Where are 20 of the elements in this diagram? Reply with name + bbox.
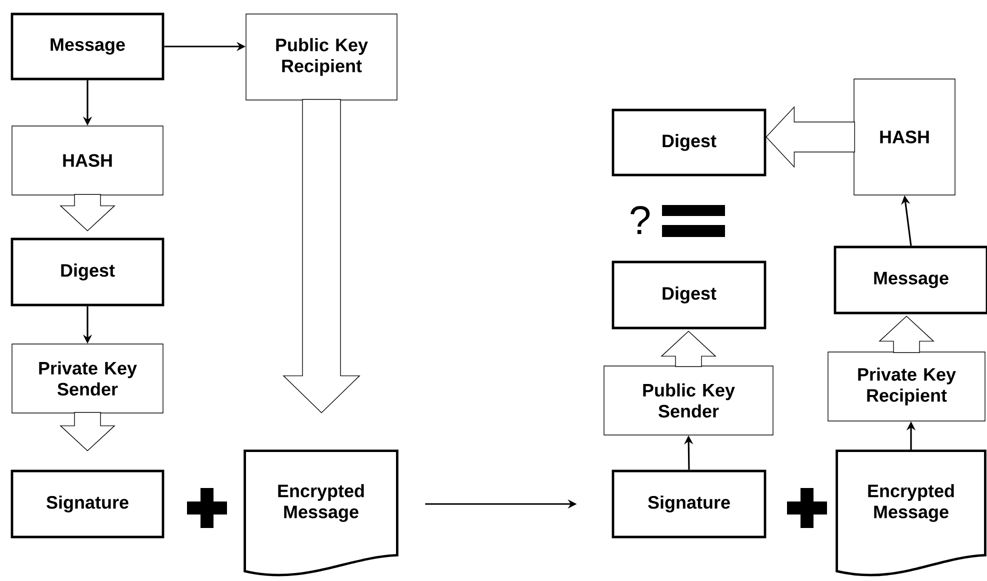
block-arrow xyxy=(766,106,856,168)
process-box: Digest xyxy=(612,108,766,176)
block-arrow xyxy=(60,412,116,452)
block-arrow xyxy=(60,194,116,232)
question-mark: ? xyxy=(630,206,650,234)
process-box: Digest xyxy=(10,238,164,306)
process-box: Public Key Sender xyxy=(604,366,774,436)
process-box: Message xyxy=(10,12,164,80)
block-arrow xyxy=(660,330,716,367)
process-box: Signature xyxy=(10,470,164,538)
block-arrow xyxy=(878,316,934,353)
process-box: HASH xyxy=(854,78,956,196)
process-box: Message xyxy=(834,246,987,314)
process-box: Private Key Sender xyxy=(12,344,164,414)
process-box: Public Key Recipient xyxy=(246,14,398,100)
process-box: Private Key Recipient xyxy=(828,352,986,422)
process-box: Signature xyxy=(612,470,766,538)
block-arrow xyxy=(282,99,360,414)
process-box: Digest xyxy=(612,260,766,330)
process-box: HASH xyxy=(12,126,164,196)
